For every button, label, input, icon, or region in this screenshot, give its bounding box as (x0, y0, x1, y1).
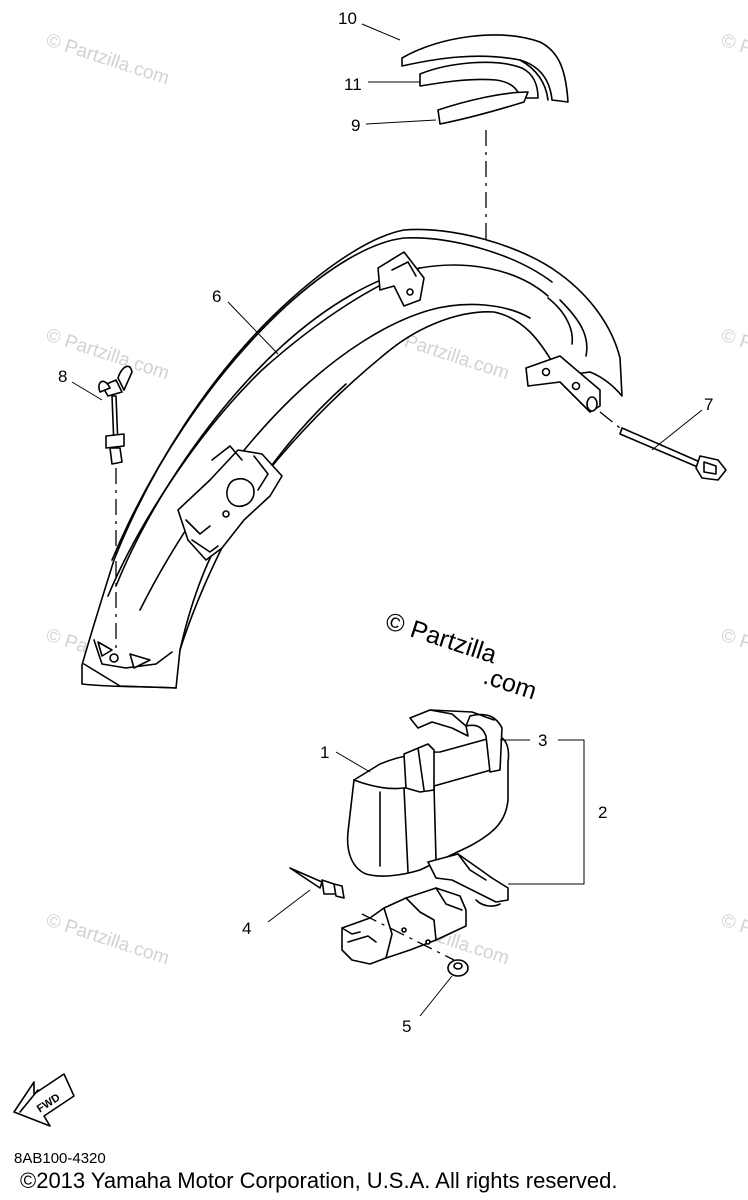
callout-10: 10 (338, 9, 357, 28)
callout-7: 7 (704, 395, 713, 414)
part-5-grommet (447, 959, 469, 977)
main-watermark: © Partzilla .com (382, 607, 540, 705)
watermark-name: Partzilla (407, 615, 500, 669)
bolt-axis-line (599, 411, 621, 429)
callout-1: 1 (320, 743, 329, 762)
part-4-screw (289, 867, 345, 899)
callout-11: 11 (344, 75, 362, 94)
callout-3: 3 (538, 731, 547, 750)
watermark: © Partzilla.com (718, 910, 748, 970)
callout-5: 5 (402, 1017, 411, 1036)
part-6-fender (81, 228, 623, 689)
part-1-case (346, 735, 510, 877)
part-11-pad (419, 61, 539, 99)
bracket-axis-line (361, 913, 455, 961)
callout-8: 8 (58, 367, 67, 386)
part-10-pad (401, 34, 569, 103)
case-bracket (341, 887, 467, 965)
callout-6: 6 (212, 287, 221, 306)
watermark-tld: .com (480, 662, 540, 705)
part-3-strap-bottom (427, 853, 509, 907)
copyright-notice: ©2013 Yamaha Motor Corporation, U.S.A. A… (20, 1168, 618, 1193)
watermark: © Partzilla.com (43, 30, 171, 90)
callout-2: 2 (598, 803, 607, 822)
watermark: © Partzilla.com (718, 625, 748, 685)
watermark: © Partzilla.com (43, 910, 171, 970)
part-7-bolt (619, 427, 727, 481)
part-9-pad (437, 91, 529, 125)
leader-lines (71, 23, 703, 1017)
callout-4: 4 (242, 919, 251, 938)
watermark: © Partzilla.com (718, 30, 748, 90)
part-3-strap-top (409, 709, 503, 773)
fwd-arrow-icon: FWD (13, 1073, 75, 1127)
watermark: © Partzilla.com (718, 325, 748, 385)
diagram-code: 8AB100-4320 (14, 1150, 106, 1167)
callout-9: 9 (351, 116, 360, 135)
callouts: 10 11 9 6 8 7 1 3 2 4 5 (58, 9, 713, 1036)
copyright-symbol-icon: © (382, 607, 409, 640)
part-8-wing-bolt (98, 365, 133, 465)
